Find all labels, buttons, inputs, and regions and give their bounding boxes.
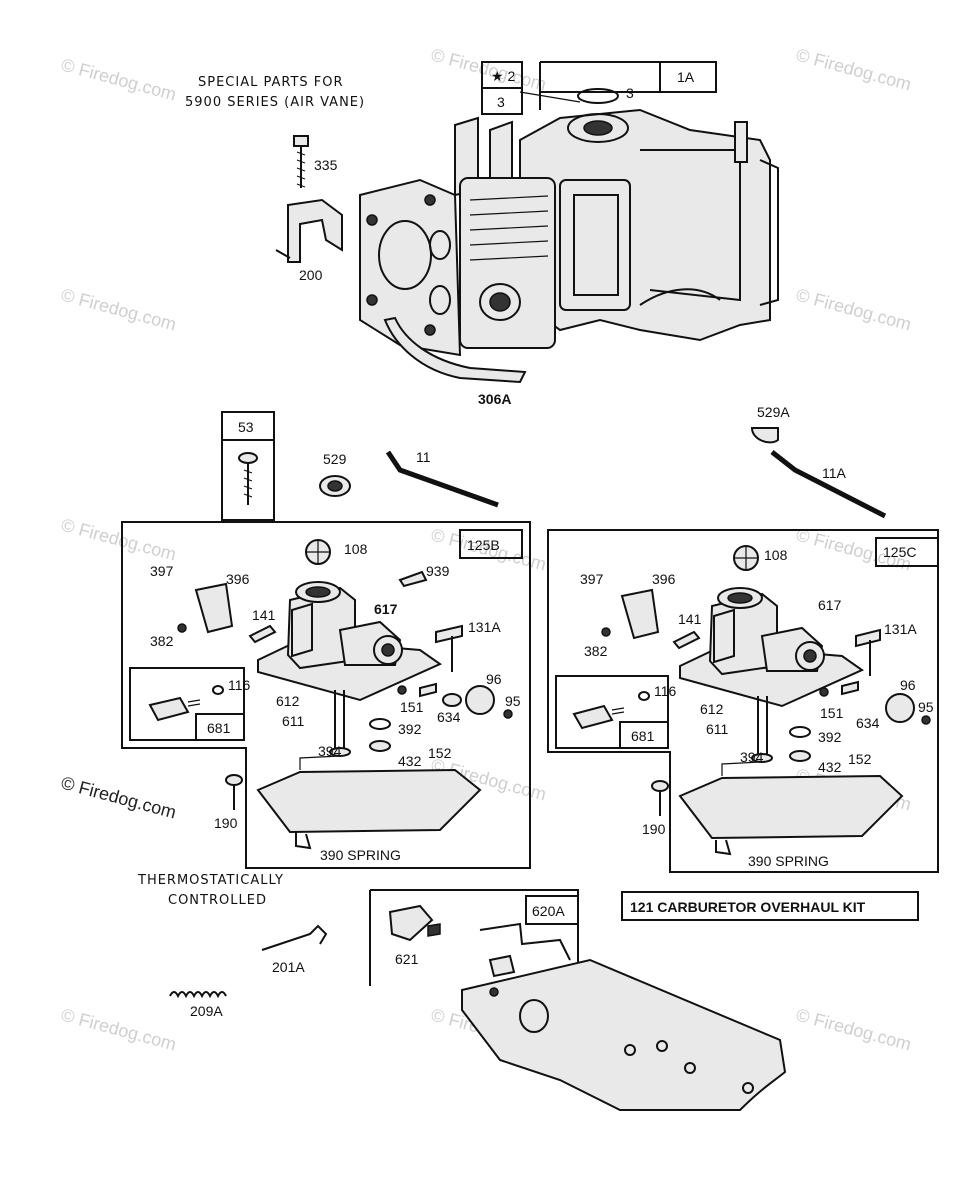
- overhaul-kit-box: 121 CARBURETOR OVERHAUL KIT: [621, 891, 919, 921]
- carburetor-panel-125c: 125C 681 116 108 397 396: [547, 529, 939, 873]
- watermark-dark: © Firedog.com: [59, 773, 178, 823]
- callout-l151: 151: [400, 699, 424, 715]
- special-parts-heading-line1: SPECIAL PARTS FOR: [198, 75, 344, 90]
- callout-l392: 392: [398, 721, 422, 737]
- cylinder-head: [454, 116, 556, 349]
- part-306a-air-baffle: 306A: [383, 316, 527, 407]
- thermostatic-heading-line1: THERMOSTATICALLY: [137, 873, 284, 888]
- callout-l382: 382: [150, 633, 174, 649]
- ref-box-3: 3: [481, 87, 523, 115]
- callout-209a: 209A: [190, 1003, 223, 1019]
- watermark-text: © Firedog.com: [59, 55, 178, 105]
- box-label-620a: 620A: [532, 903, 565, 919]
- ref-box-53: 53: [221, 411, 275, 521]
- callout-306a: 306A: [478, 391, 511, 407]
- callout-l939: 939: [426, 563, 450, 579]
- callout-l617: 617: [374, 601, 398, 617]
- panel-620a: 620A 621: [369, 889, 787, 1111]
- callout-r96: 96: [900, 677, 916, 693]
- watermark-text: © Firedog.com: [794, 1005, 913, 1055]
- callout-l390: 390 SPRING: [320, 847, 401, 863]
- callout-r190: 190: [642, 821, 666, 837]
- callout-529a: 529A: [757, 404, 790, 420]
- callout-l396: 396: [226, 571, 250, 587]
- box-label-681-left: 681: [207, 720, 231, 736]
- watermark-text: © Firedog.com: [59, 1005, 178, 1055]
- callout-l432: 432: [398, 753, 422, 769]
- ref-box-1a: 1A: [539, 61, 717, 110]
- callout-l394: 394: [318, 743, 342, 759]
- callout-621: 621: [395, 951, 419, 967]
- callout-r634: 634: [856, 715, 880, 731]
- callout-r612: 612: [700, 701, 724, 717]
- part-11-fuel-tube: 11: [385, 449, 499, 508]
- callout-r617: 617: [818, 597, 842, 613]
- callout-l190: 190: [214, 815, 238, 831]
- callout-r141: 141: [678, 611, 702, 627]
- callout-l634: 634: [437, 709, 461, 725]
- callout-200: 200: [299, 267, 323, 283]
- callout-r382: 382: [584, 643, 608, 659]
- callout-11a: 11A: [822, 465, 847, 481]
- callout-201a: 201A: [272, 959, 305, 975]
- callout-335: 335: [314, 157, 338, 173]
- callout-3: 3: [626, 85, 634, 101]
- watermark-text: © Firedog.com: [59, 285, 178, 335]
- svg-text:53: 53: [238, 419, 254, 435]
- head-gasket: [359, 178, 462, 357]
- callout-l96: 96: [486, 671, 502, 687]
- box-label-125b: 125B: [467, 537, 500, 553]
- callout-l116: 116: [228, 677, 251, 693]
- overhaul-kit-label: 121 CARBURETOR OVERHAUL KIT: [630, 899, 866, 915]
- watermark-text: © Firedog.com: [429, 45, 548, 95]
- svg-text:1A: 1A: [677, 69, 695, 85]
- callout-l397: 397: [150, 563, 174, 579]
- svg-text:3: 3: [497, 94, 505, 110]
- special-parts-heading-line2: 5900 SERIES (AIR VANE): [185, 95, 365, 110]
- callout-11: 11: [416, 449, 431, 465]
- callout-r390: 390 SPRING: [748, 853, 829, 869]
- callout-r397: 397: [580, 571, 604, 587]
- part-209a-spring: 209A: [169, 991, 227, 1019]
- part-l190-screw: 190: [214, 774, 243, 831]
- callout-l141: 141: [252, 607, 276, 623]
- box-label-681-right: 681: [631, 728, 655, 744]
- box-label-125c: 125C: [883, 544, 916, 560]
- callout-l131a: 131A: [468, 619, 501, 635]
- callout-l152: 152: [428, 745, 452, 761]
- part-200-air-vane: 200: [275, 198, 343, 283]
- callout-l612: 612: [276, 693, 300, 709]
- callout-r396: 396: [652, 571, 676, 587]
- watermark-text: © Firedog.com: [794, 285, 913, 335]
- callout-l611: 611: [282, 713, 305, 729]
- callout-r116: 116: [654, 683, 677, 699]
- callout-l108: 108: [344, 541, 368, 557]
- callout-r108: 108: [764, 547, 788, 563]
- part-201a-link: 201A: [261, 924, 328, 975]
- part-529a-fitting: 529A: [750, 404, 790, 444]
- callout-r131a: 131A: [884, 621, 917, 637]
- engine-block: [519, 88, 779, 342]
- callout-l95: 95: [505, 693, 521, 709]
- carburetor-panel-125b: 125B 681 116: [121, 521, 531, 869]
- callout-r151: 151: [820, 705, 844, 721]
- part-r190-screw: 190: [642, 780, 669, 837]
- callout-r611: 611: [706, 721, 729, 737]
- callout-r394: 394: [740, 749, 764, 765]
- watermark-text: © Firedog.com: [794, 45, 913, 95]
- callout-r432: 432: [818, 759, 842, 775]
- callout-529: 529: [323, 451, 347, 467]
- svg-text:★ 2: ★ 2: [491, 68, 515, 84]
- part-11a-fuel-tube: 11A: [770, 450, 887, 519]
- thermostatic-heading-line2: CONTROLLED: [168, 893, 267, 908]
- callout-r392: 392: [818, 729, 842, 745]
- callout-r95: 95: [918, 699, 934, 715]
- callout-r152: 152: [848, 751, 872, 767]
- part-529-fitting: 529: [319, 451, 351, 497]
- part-335-screw: 335: [293, 135, 338, 188]
